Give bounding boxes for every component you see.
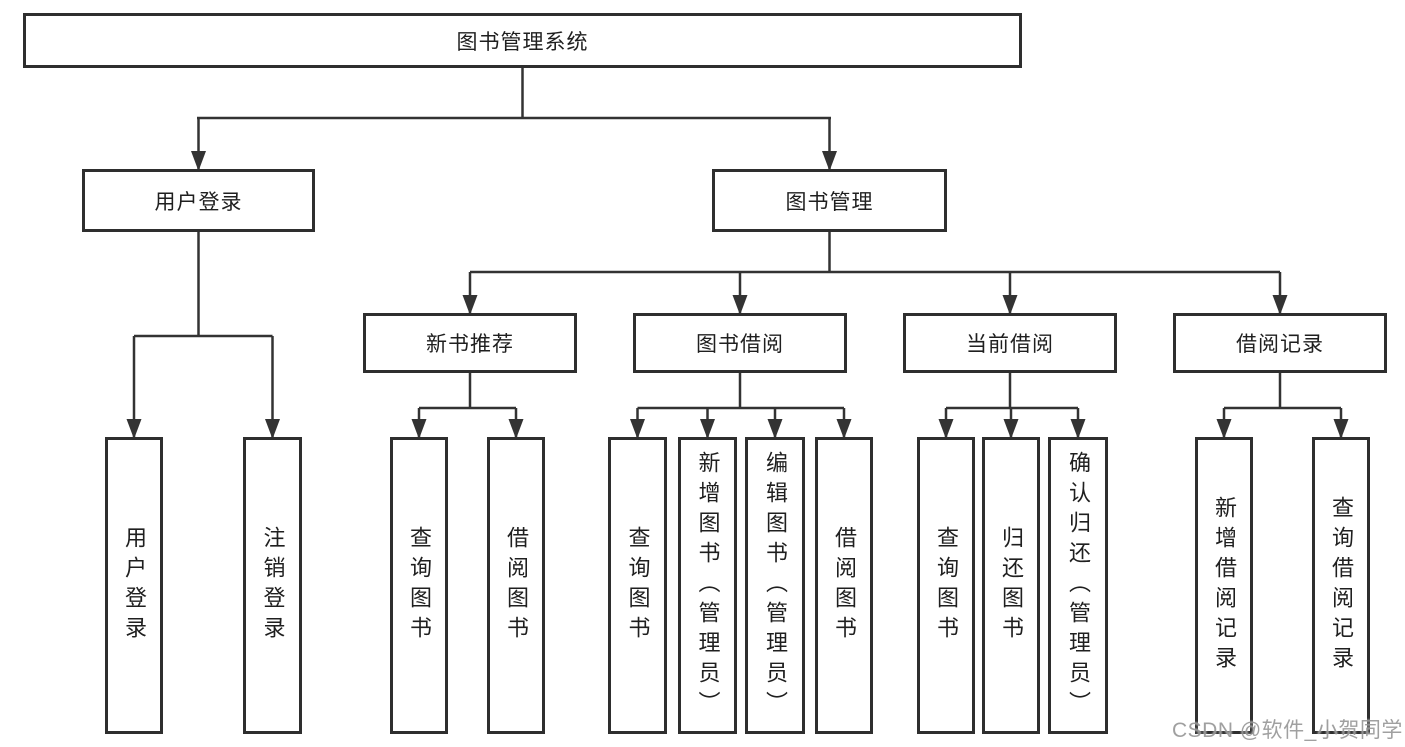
node-user-login: 用户登录 [82, 169, 315, 232]
leaf-label: 借阅图书 [832, 525, 857, 646]
leaf-label: 查询借阅记录 [1329, 495, 1354, 676]
node-label: 图书管理系统 [456, 30, 589, 54]
leaf-recommend-query-books: 查询图书 [390, 437, 448, 734]
leaf-label: 查询图书 [934, 525, 959, 646]
node-root-library-system: 图书管理系统 [23, 13, 1022, 68]
node-label: 图书借阅 [696, 333, 784, 356]
leaf-label: 查询图书 [407, 525, 432, 646]
arrowheads [126, 151, 1349, 439]
leaf-borrow-books: 借阅图书 [815, 437, 873, 734]
csdn-watermark: CSDN @软件_小贺同学 [1172, 719, 1403, 742]
leaf-recommend-borrow-books: 借阅图书 [487, 437, 545, 734]
leaf-label: 借阅图书 [504, 525, 529, 646]
node-book-borrow: 图书借阅 [633, 313, 847, 373]
node-borrow-records: 借阅记录 [1173, 313, 1387, 373]
leaf-confirm-return-admin: 确认归还（管理员） [1048, 437, 1108, 734]
leaf-current-query-books: 查询图书 [917, 437, 975, 734]
connector-segments [132, 68, 1343, 437]
leaf-label: 注销登录 [260, 525, 286, 646]
leaf-query-borrow-record: 查询借阅记录 [1312, 437, 1370, 734]
node-current-borrow: 当前借阅 [903, 313, 1117, 373]
leaf-return-books: 归还图书 [982, 437, 1040, 734]
node-new-book-recommend: 新书推荐 [363, 313, 577, 373]
node-label: 用户登录 [154, 190, 243, 214]
node-book-management: 图书管理 [712, 169, 947, 232]
leaf-borrow-query-books: 查询图书 [608, 437, 667, 734]
node-label: 图书管理 [785, 190, 874, 214]
leaf-label: 新增图书（管理员） [695, 450, 721, 721]
leaf-add-borrow-record: 新增借阅记录 [1195, 437, 1253, 734]
leaf-label: 编辑图书（管理员） [763, 450, 788, 721]
node-label: 当前借阅 [966, 333, 1054, 356]
leaf-label: 用户登录 [122, 525, 147, 646]
leaf-user-login: 用户登录 [105, 437, 163, 734]
node-label: 借阅记录 [1236, 333, 1324, 356]
leaf-logout: 注销登录 [243, 437, 302, 734]
leaf-add-books-admin: 新增图书（管理员） [678, 437, 737, 734]
leaf-label: 查询图书 [625, 525, 651, 646]
leaf-label: 归还图书 [999, 525, 1024, 646]
node-label: 新书推荐 [426, 333, 514, 356]
leaf-label: 确认归还（管理员） [1066, 450, 1091, 721]
leaf-label: 新增借阅记录 [1212, 495, 1237, 676]
leaf-edit-books-admin: 编辑图书（管理员） [745, 437, 805, 734]
